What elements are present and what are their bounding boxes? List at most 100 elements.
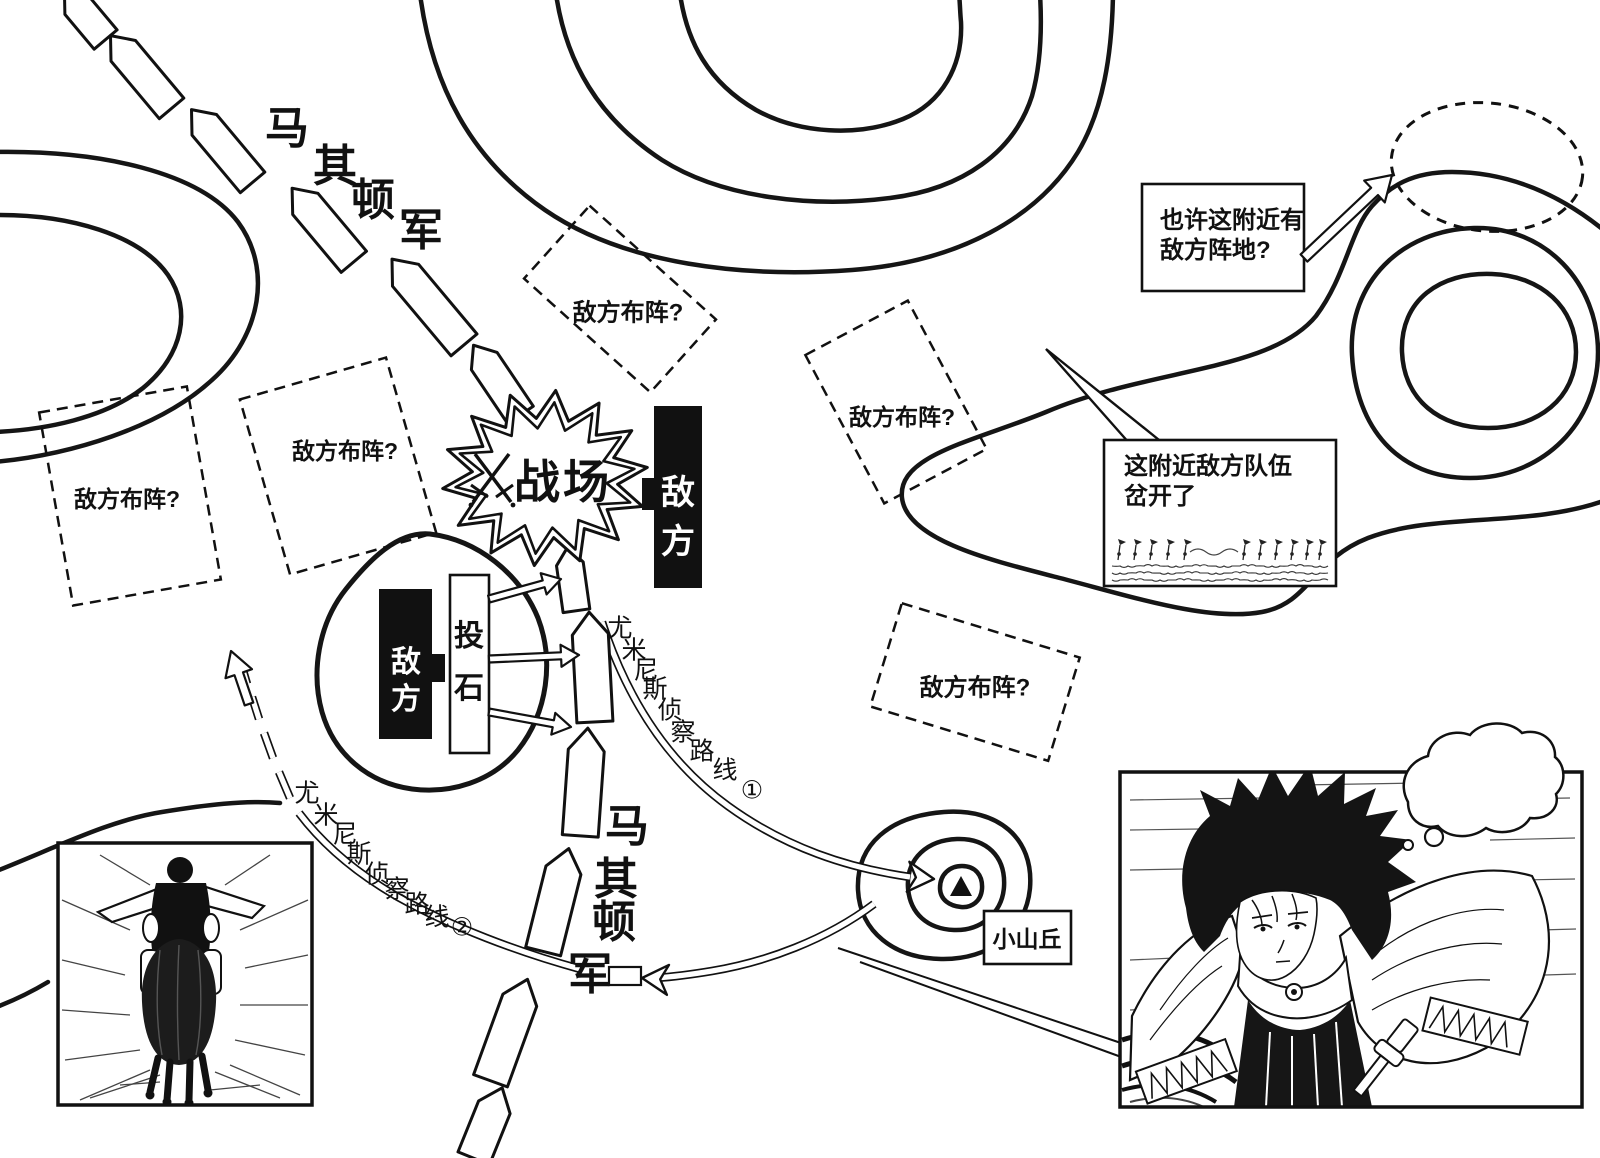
small-hill-peak-triangle — [950, 876, 972, 896]
macedonian-unit-arrows — [63, 0, 615, 1158]
route-return-edge — [655, 900, 877, 983]
attack-arrow-2 — [487, 643, 581, 668]
route-return-arrowhead — [640, 963, 671, 996]
troop-figure — [1133, 552, 1137, 556]
small-hill-outer-ring — [855, 809, 1033, 962]
eumenes-panel-border — [1118, 770, 1584, 1109]
armband-left — [1134, 1037, 1239, 1105]
horse-hoof-4 — [203, 1088, 213, 1098]
speed-line — [89, 1074, 161, 1099]
split-callout-tail — [1045, 348, 1168, 446]
speed-line — [209, 1084, 261, 1091]
suspect-arrow — [1299, 173, 1394, 263]
horse-hoof-1 — [145, 1090, 155, 1100]
horse-panel-content — [61, 854, 309, 1105]
sword-guard-1 — [495, 483, 514, 499]
callout-suspect — [1140, 182, 1306, 293]
rider-sleeve-right — [202, 913, 220, 943]
troop-dust-scribble — [1189, 548, 1239, 556]
sword-guard-2 — [470, 483, 489, 499]
panel-pointer-wedge — [837, 947, 1125, 1059]
thought-cloud — [1402, 722, 1565, 838]
horse-hoof-2 — [162, 1097, 172, 1105]
hill-label-box — [982, 909, 1073, 966]
attack-arrow-1 — [487, 572, 563, 604]
catapult-hill-contour — [314, 531, 550, 793]
army-unit-arrow — [570, 610, 615, 725]
speed-line — [244, 954, 309, 969]
suspect-callout-box — [1140, 182, 1306, 293]
catapult-attack-arrows — [487, 572, 581, 736]
speed-line — [1489, 837, 1576, 841]
horse-panel — [56, 841, 314, 1107]
tunic-stripes — [1265, 1021, 1343, 1107]
speed-line — [1544, 973, 1577, 976]
hill-contour-topleft-outer — [0, 149, 261, 464]
army-unit-arrow — [390, 257, 479, 358]
starburst-inner — [454, 401, 636, 555]
enemy-bar-left-tab — [429, 654, 445, 682]
route1-edge — [597, 620, 911, 882]
sword-hilt — [1352, 1018, 1419, 1098]
enemy-formation-box-3 — [522, 203, 718, 395]
enemy-bar-right — [654, 406, 702, 588]
horse-hair-2 — [176, 944, 180, 1061]
army-unit-arrow — [456, 1086, 512, 1158]
enemy-bar-left — [379, 589, 432, 739]
cloak-clasp-center — [1291, 989, 1297, 995]
horse-body — [141, 939, 217, 1065]
army-unit-arrow — [472, 977, 539, 1089]
troop-flag — [1259, 539, 1267, 545]
rider-torso — [150, 883, 211, 962]
suspect-callout-arrow — [1299, 173, 1394, 263]
callout-split — [1045, 348, 1338, 588]
enemy-formation-box-1 — [37, 385, 223, 607]
troop-flag — [1243, 539, 1251, 545]
troop-figure — [1258, 552, 1262, 556]
tunic — [1234, 1000, 1372, 1107]
horse-legs — [146, 1052, 212, 1104]
enemy-formation-box-4 — [803, 298, 989, 506]
attack-arrow-3 — [487, 707, 573, 736]
hair — [1182, 772, 1416, 960]
enemy-formation-boxes — [37, 203, 1082, 763]
contour-bottomleft — [0, 799, 283, 873]
crossed-swords-icon — [468, 452, 516, 508]
hill-contour-topleft-inner — [0, 212, 184, 434]
speed-line — [1129, 828, 1201, 831]
army-unit-arrow — [109, 34, 186, 121]
small-hill-inner-ring — [937, 863, 985, 910]
troop-figure — [1242, 552, 1246, 556]
speed-line — [61, 959, 126, 976]
speed-line — [224, 854, 271, 886]
contour-bottomleft-corner — [0, 979, 51, 1009]
horse-hair-3 — [195, 949, 202, 1056]
speed-line — [99, 854, 151, 886]
thought-bubble-mid — [1423, 826, 1445, 848]
rider-head — [167, 857, 193, 883]
troop-flag — [1275, 539, 1283, 545]
troop-ground-scribble — [1111, 564, 1329, 568]
troop-flag — [1150, 539, 1158, 545]
sword-blade-2 — [471, 452, 511, 504]
army-unit-arrow — [190, 108, 267, 195]
horse-hair-1 — [156, 949, 163, 1056]
troop-flag — [1167, 539, 1175, 545]
enemy-formation-box-2 — [238, 356, 438, 576]
army-unit-arrow — [290, 186, 368, 274]
speed-line — [79, 1069, 151, 1101]
route2-dash-0-core — [276, 770, 293, 800]
army-unit-arrow — [524, 847, 583, 958]
troop-figure — [1166, 552, 1170, 556]
pointer-line-top — [837, 947, 1125, 1045]
speed-line — [64, 1049, 141, 1061]
speed-line — [229, 1064, 301, 1096]
speed-line — [239, 899, 309, 931]
troop-flag — [1319, 539, 1327, 545]
eumenes-panel — [1118, 722, 1584, 1109]
troop-figure — [1318, 552, 1322, 556]
enemy-bar-right-tab — [642, 478, 656, 510]
army-unit-arrow — [560, 726, 606, 839]
sword-pommel-1 — [510, 502, 516, 508]
